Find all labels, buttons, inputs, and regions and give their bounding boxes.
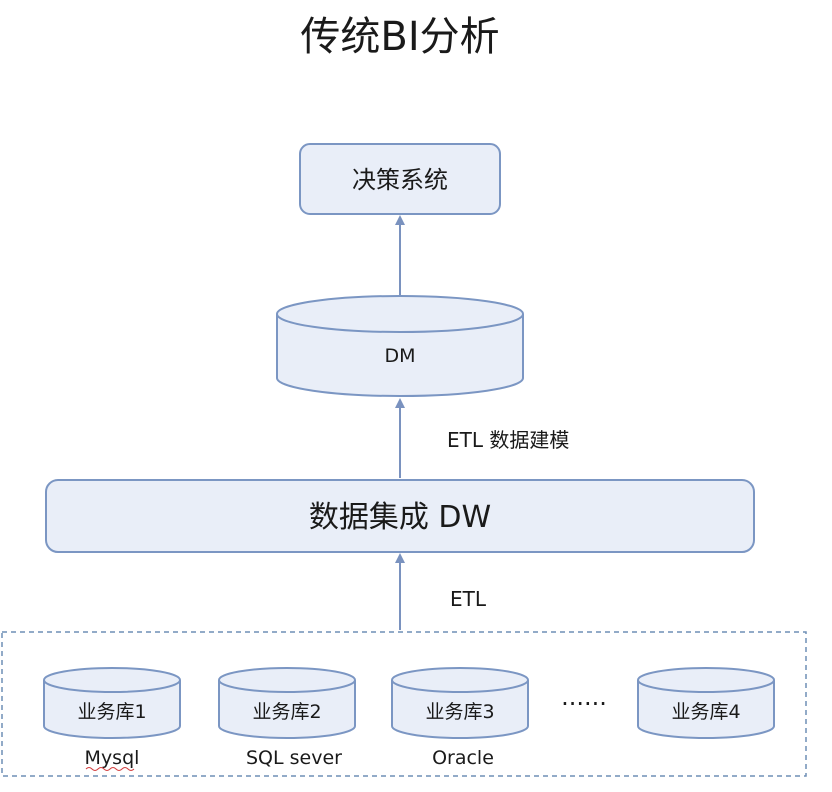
source-db-2-label: 业务库2: [252, 701, 321, 723]
dw-node: 数据集成 DW: [45, 479, 755, 553]
etl-modeling-label: ETL 数据建模: [447, 428, 569, 452]
dm-label: DM: [384, 345, 415, 367]
etl-label: ETL: [450, 587, 487, 611]
ellipsis: ······: [561, 690, 607, 718]
source-db-1: 业务库1: [43, 667, 181, 739]
source-db-4: 业务库4: [637, 667, 775, 739]
source-db-4-label: 业务库4: [671, 701, 740, 723]
source-db-3-label: 业务库3: [425, 701, 494, 723]
diagram-title: 传统BI分析: [300, 14, 499, 60]
source-db-1-label: 业务库1: [77, 701, 146, 723]
dw-label: 数据集成 DW: [309, 500, 491, 535]
source-db-2: 业务库2: [218, 667, 356, 739]
decision-system-node: 决策系统: [299, 143, 501, 215]
sources-container: [1, 631, 807, 777]
source-db-1-caption: Mysql: [85, 747, 140, 769]
source-db-3: 业务库3: [391, 667, 529, 739]
spellcheck-underline: [85, 767, 135, 771]
dm-cylinder: DM: [276, 295, 524, 397]
source-db-2-caption: SQL sever: [246, 747, 342, 769]
decision-system-label: 决策系统: [352, 166, 448, 194]
source-db-3-caption: Oracle: [432, 747, 494, 769]
